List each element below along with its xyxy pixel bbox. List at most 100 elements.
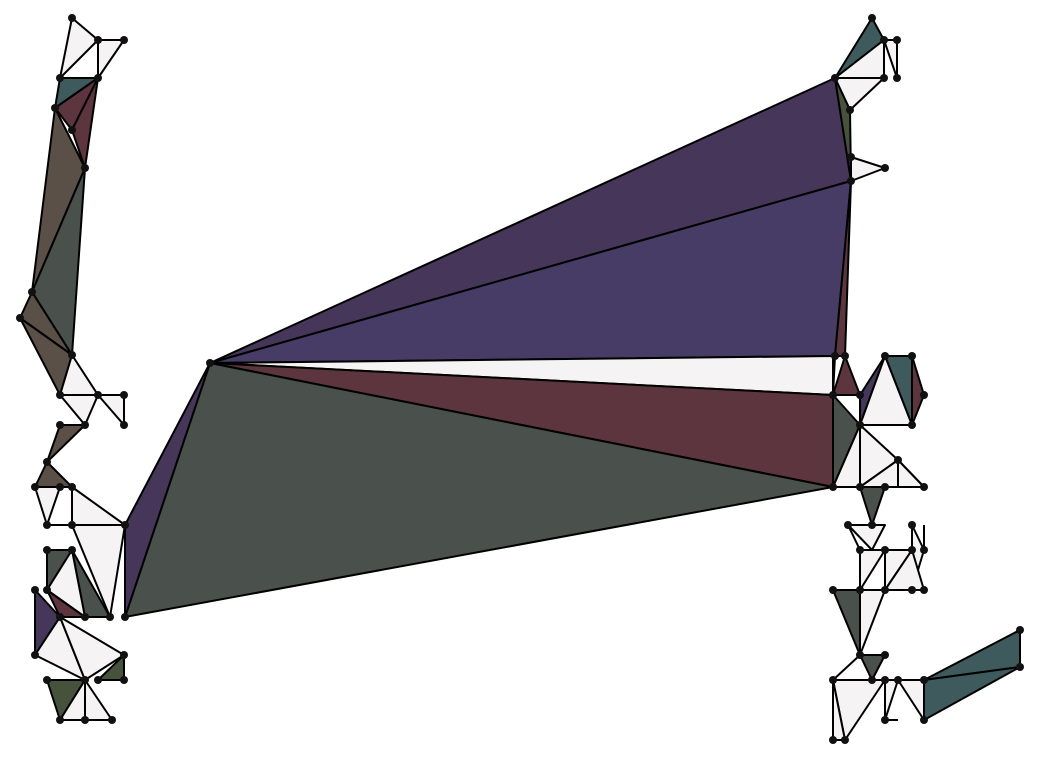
mesh-vertex [94,36,102,44]
mesh-vertex [856,651,864,659]
mesh-vertex [908,546,916,554]
mesh-vertex [1016,626,1024,634]
mesh-triangle [124,362,211,618]
mesh-faces [19,17,1021,741]
mesh-vertex [68,521,76,529]
mesh-vertex [868,676,876,684]
mesh-vertex [881,352,889,360]
mesh-vertex [844,521,852,529]
mesh-vertex [43,676,51,684]
mesh-vertex [856,586,864,594]
mesh-triangle [209,180,852,364]
mesh-vertex [829,391,837,399]
mesh-vertex [43,586,51,594]
mesh-vertex [920,676,928,684]
mesh-vertex [881,586,889,594]
mesh-vertex [68,351,76,359]
mesh-vertex [43,458,51,466]
mesh-vertex [68,546,76,554]
mesh-triangle [884,679,899,721]
mesh-vertex [94,391,102,399]
mesh-vertex [56,74,64,82]
mesh-triangle [834,77,852,182]
mesh-vertex [31,483,39,491]
mesh-vertex [920,483,928,491]
mesh-vertex [56,421,64,429]
mesh-vertex [831,352,839,360]
mesh-vertex [908,521,916,529]
mesh-vertex [881,651,889,659]
mesh-vertex [856,546,864,554]
mesh-vertices [16,14,1024,744]
mesh-vertex [846,106,854,114]
mesh-triangle [71,486,126,526]
mesh-vertex [68,483,76,491]
mesh-triangle [34,486,61,526]
mesh-vertex [31,651,39,659]
mesh-triangle [46,589,86,618]
mesh-vertex [829,676,837,684]
mesh-vertex [206,359,214,367]
mesh-vertex [68,126,76,134]
mesh-vertex [94,676,102,684]
mesh-vertex [908,421,916,429]
mesh-vertex [81,164,89,172]
mesh-vertex [120,421,128,429]
mesh-vertex [56,613,64,621]
mesh-vertex [81,676,89,684]
mesh-vertex [94,74,102,82]
mesh-triangle [897,679,925,721]
mesh-triangle [59,17,99,79]
mesh-vertex [831,74,839,82]
mesh-triangle [923,666,1021,721]
mesh-vertex [856,483,864,491]
mesh-triangle [834,180,852,357]
mesh-vertex [920,586,928,594]
mesh-vertex [868,14,876,22]
mesh-triangle [847,524,886,551]
mesh-vertex [880,74,888,82]
mesh-vertex [43,521,51,529]
mesh-vertex [121,613,129,621]
mesh-vertex [881,716,889,724]
mesh-triangle [71,524,126,618]
mesh-vertex [841,352,849,360]
mesh-vertex [920,391,928,399]
mesh-vertex [120,676,128,684]
mesh-triangle [97,394,125,426]
mesh-triangle [34,461,73,488]
mesh-triangle [59,394,99,426]
mesh-vertex [120,391,128,399]
mesh-vertex [51,104,59,112]
mesh-triangle [859,355,913,426]
mesh-vertex [894,676,902,684]
mesh-vertex [81,421,89,429]
mesh-triangle [859,654,886,681]
mesh-triangle [832,424,861,488]
mesh-vertex [893,36,901,44]
mesh-vertex [881,676,889,684]
mesh-vertex [829,736,837,744]
mesh-vertex [920,546,928,554]
mesh-triangle [97,654,125,681]
mesh-vertex [829,586,837,594]
mesh-triangle [832,355,861,396]
mesh-vertex [841,736,849,744]
mesh-vertex [856,391,864,399]
mesh-vertex [121,521,129,529]
mesh-vertex [881,483,889,491]
mesh-vertex [1016,663,1024,671]
mesh-vertex [16,314,24,322]
mesh-vertex [56,483,64,491]
mesh-vertex [108,716,116,724]
mesh-vertex [920,716,928,724]
mesh-triangle [850,156,886,182]
mesh-triangle [97,39,125,79]
mesh-triangle [832,589,861,656]
mesh-vertex [81,716,89,724]
mesh-vertex [56,391,64,399]
mesh-triangle [884,549,925,591]
mesh-vertex [120,36,128,44]
mesh-vertex [880,36,888,44]
